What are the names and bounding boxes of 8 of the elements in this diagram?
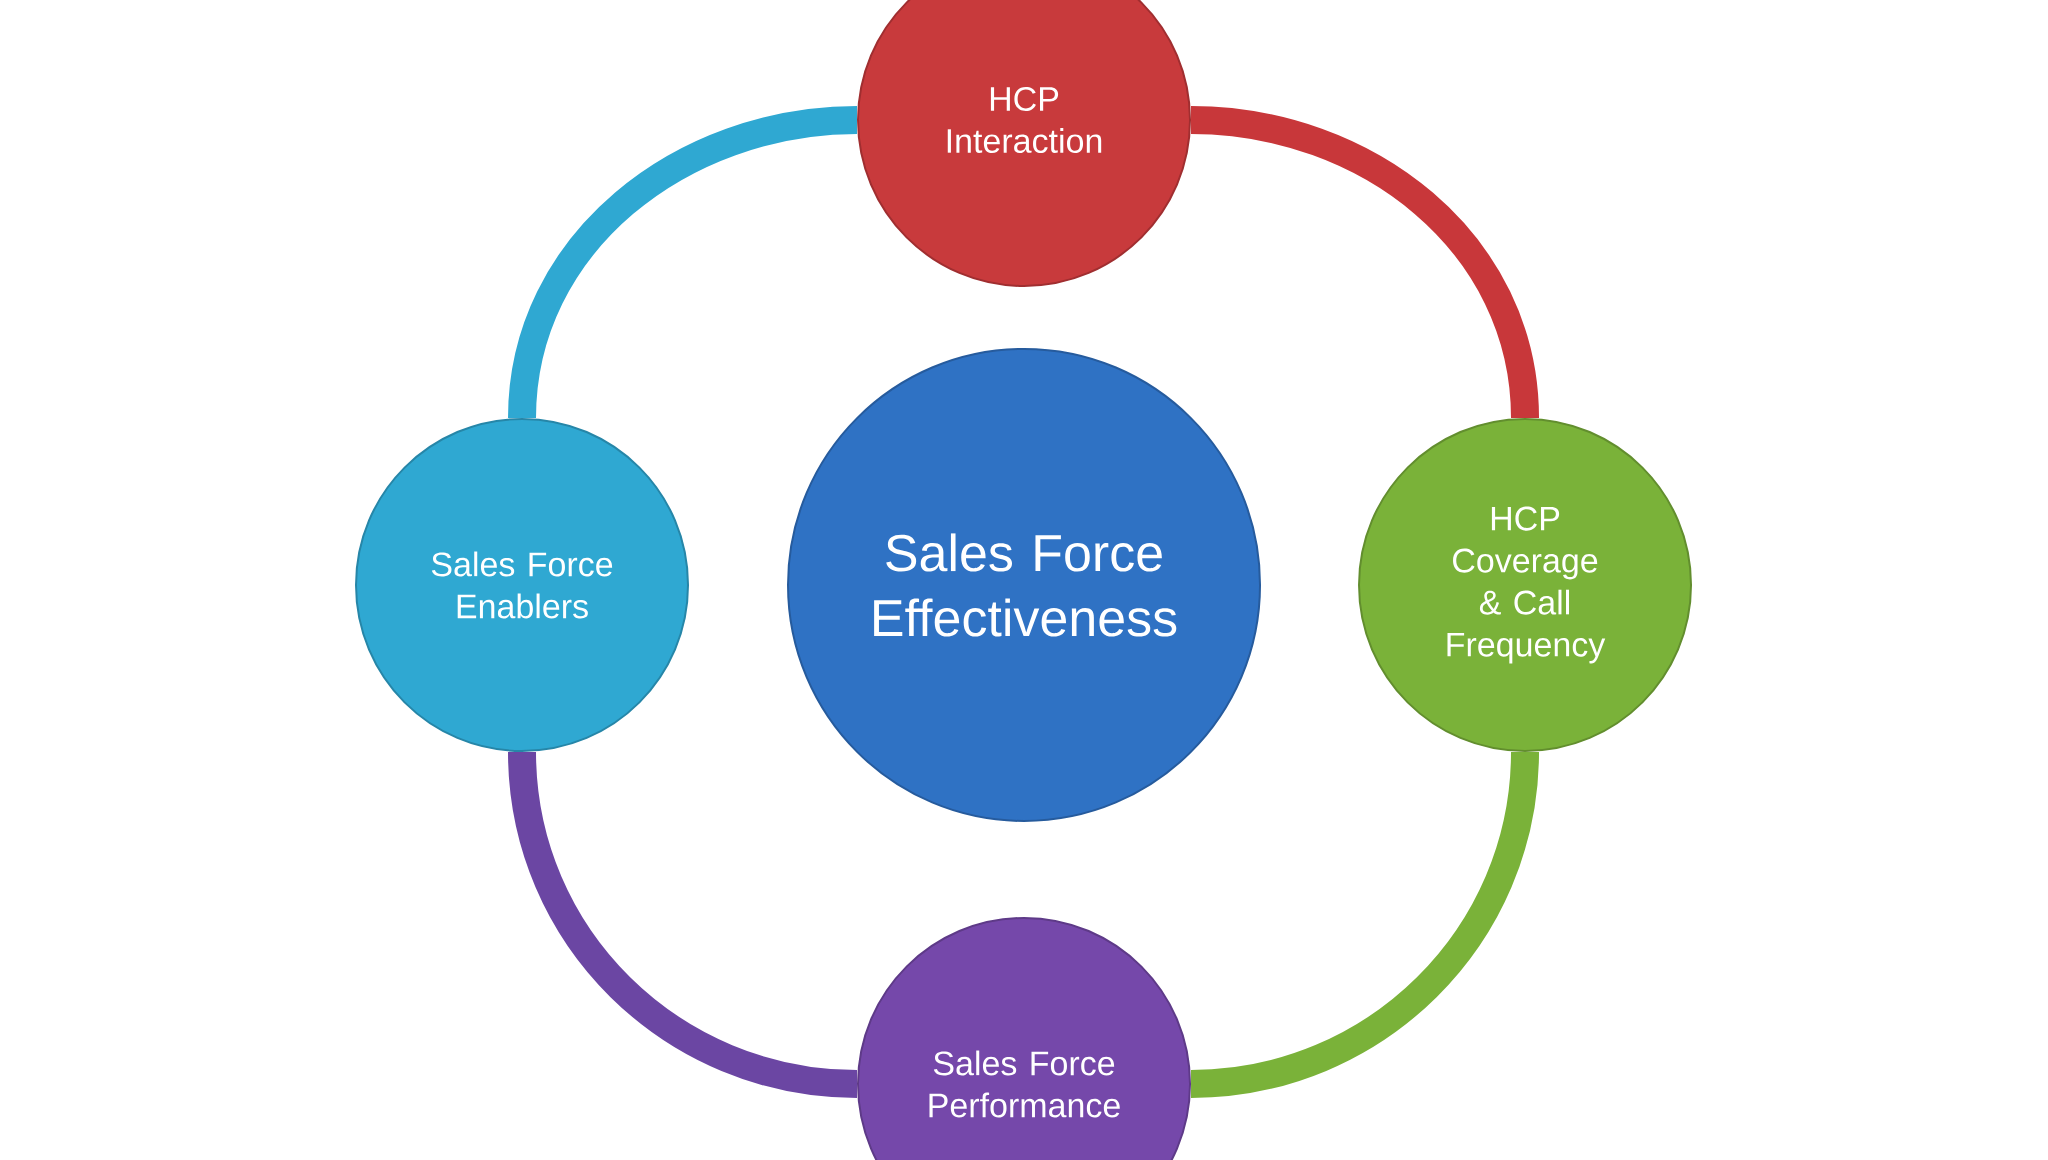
ring-arc (1190, 751, 1539, 1098)
circle-node: Sales Force Effectiveness (787, 348, 1261, 822)
ring-arc (508, 106, 858, 420)
circle-node: Sales Force Enablers (355, 418, 689, 752)
ring-arc (1190, 106, 1539, 420)
ring-arc (508, 751, 858, 1098)
circle-node: HCP Coverage & Call Frequency (1358, 418, 1692, 752)
circle-node: Sales Force Performance (857, 917, 1191, 1160)
